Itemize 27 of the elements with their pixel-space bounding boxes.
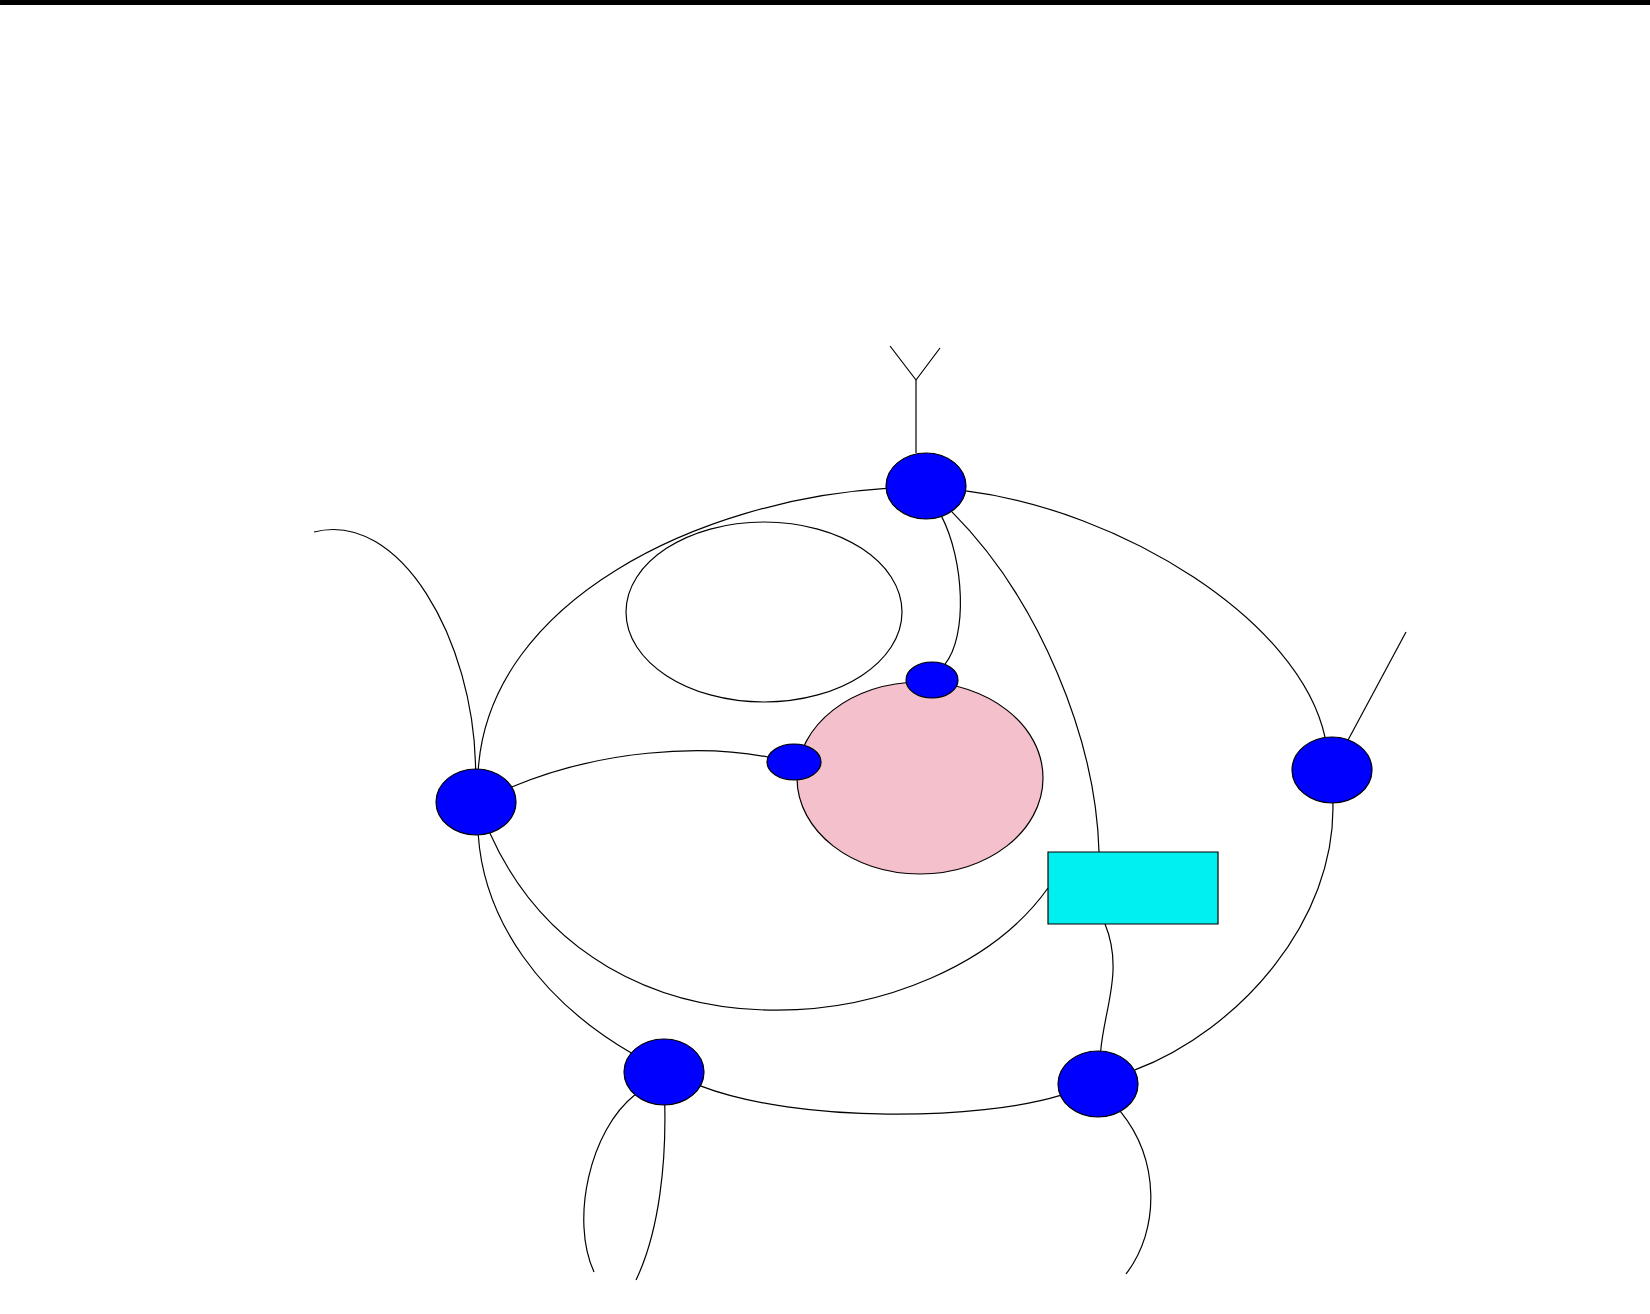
- connector-line: [915, 379, 917, 454]
- circle-node: [435, 768, 517, 836]
- connector-line: [583, 1094, 636, 1273]
- connector-line: [1347, 631, 1407, 741]
- connector-line: [950, 510, 1100, 853]
- open-ellipse: [625, 521, 903, 703]
- circle-node: [885, 452, 967, 520]
- connector-line: [489, 832, 1049, 1011]
- small-oval: [766, 743, 822, 781]
- small-oval: [905, 661, 959, 699]
- connector-line: [635, 1104, 666, 1281]
- connector-line: [1100, 923, 1114, 1052]
- connector-line: [1133, 802, 1334, 1071]
- connector-line: [699, 1085, 1062, 1115]
- circle-node: [1291, 736, 1373, 804]
- antenna-symbol: [889, 345, 941, 381]
- connector-line: [511, 750, 769, 788]
- connector-line: [313, 528, 477, 770]
- large-oval: [796, 681, 1044, 875]
- connector-line: [941, 515, 961, 665]
- circle-node: [1057, 1050, 1139, 1118]
- connector-line: [1119, 1110, 1152, 1275]
- circle-node: [623, 1038, 705, 1106]
- connector-line: [477, 487, 887, 770]
- connector-line: [964, 490, 1326, 739]
- rectangle-block: [1047, 851, 1219, 925]
- connector-line: [477, 834, 632, 1054]
